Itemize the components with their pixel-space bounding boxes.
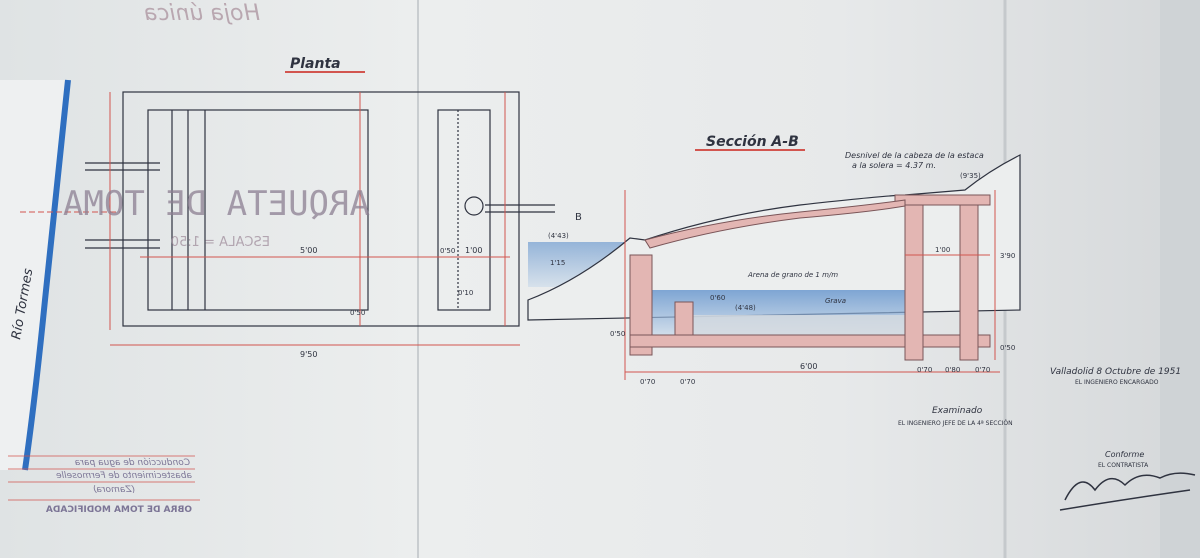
- plan-dim: 0'50: [350, 309, 365, 317]
- level-inner: (4'48): [735, 304, 756, 312]
- title-block: Conducción de agua para abastecimiento d…: [46, 457, 192, 515]
- place-date: Valladolid 8 Octubre de 1951: [1050, 367, 1181, 377]
- mirrored-scale: ESCALA = 1:50: [171, 235, 270, 250]
- section-dim: 0'60: [710, 294, 725, 302]
- section-dim: 0'50: [610, 330, 625, 338]
- contractor-label: EL CONTRATISTA: [1098, 462, 1149, 469]
- plan-dim: 0'10: [458, 289, 473, 297]
- title-line: OBRA DE TOMA MODIFICADA: [46, 505, 192, 515]
- chief-engineer-label: EL INGENIERO JEFE DE LA 4ª SECCIÓN: [898, 420, 1013, 427]
- title-block-rules: [8, 455, 200, 501]
- sand-label: Arena de grano de 1 m/m: [747, 271, 838, 279]
- river-edge: [22, 79, 71, 471]
- section-note: Desnivel de la cabeza de la estaca: [845, 151, 984, 160]
- plan-dim-total: 9'50: [300, 350, 317, 359]
- plan-dim: 0'50: [440, 247, 455, 255]
- section-dimension-lines: [624, 190, 1000, 380]
- title-line: Conducción de agua para: [75, 457, 190, 468]
- agree-label: Conforme: [1105, 450, 1144, 459]
- mirrored-title: ARQUETA DE TOMA: [63, 184, 370, 224]
- examined-label: Examinado: [932, 406, 983, 416]
- plan-dimension-lines: [20, 92, 520, 346]
- section-dim: 6'00: [800, 362, 817, 371]
- section-dim: 3'90: [1000, 252, 1015, 260]
- level-left: (4'43): [548, 232, 569, 240]
- contractor-signature: [1059, 472, 1196, 511]
- section-dim: 1'00: [935, 246, 950, 254]
- section-dim: 0'70: [975, 366, 990, 374]
- title-line: abastecimiento de Fermoselle: [56, 471, 192, 481]
- engineer-label: EL INGENIERO ENCARGADO: [1075, 379, 1159, 386]
- plan-outline: [85, 91, 555, 327]
- plan-title: Planta: [290, 56, 341, 72]
- section-dim: 0'50: [1000, 344, 1015, 352]
- section-dim: 0'70: [640, 378, 655, 386]
- section-marker: B: [575, 212, 582, 223]
- plan-dim: 5'00: [300, 246, 317, 255]
- level-top: (9'35): [960, 172, 981, 180]
- sheet-edge: [1160, 0, 1200, 558]
- section-dim: 0'80: [945, 366, 960, 374]
- gravel-label: Grava: [825, 297, 846, 305]
- section-note: a la solera = 4.37 m.: [852, 161, 936, 170]
- section-dim: 1'15: [550, 259, 565, 267]
- gravel-filter: [680, 315, 915, 335]
- river-bank: [0, 80, 68, 470]
- plan-dim: 1'00: [465, 246, 482, 255]
- section-dim: 0'70: [917, 366, 932, 374]
- sheet-label: Hoja única: [144, 1, 260, 26]
- section-dim: 0'70: [680, 378, 695, 386]
- concrete-structure: [629, 194, 991, 361]
- section-title: Sección A-B: [706, 134, 799, 150]
- title-line: (Zamora): [93, 485, 135, 495]
